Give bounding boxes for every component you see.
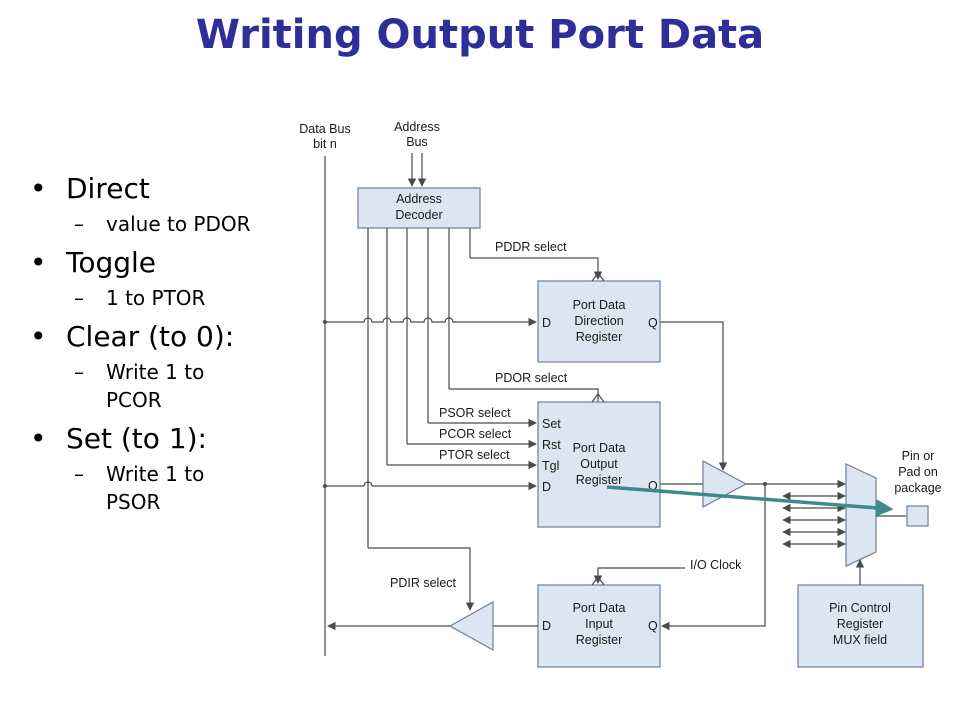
bullet-list: •Direct –value to PDOR •Toggle –1 to PTO…	[30, 172, 320, 524]
pin-pad	[906, 505, 929, 527]
pin-control-register-box	[797, 584, 924, 668]
address-bus-label: Address	[394, 120, 440, 134]
pin-mux	[845, 463, 877, 567]
pcr-label: Pin Control	[829, 601, 891, 615]
junction-dot	[323, 320, 327, 324]
pdir-q-label: Q	[648, 619, 658, 633]
data-bus-bit-label: bit n	[313, 137, 337, 151]
page-title: Writing Output Port Data	[195, 12, 765, 58]
pddr-register-box	[537, 280, 661, 363]
pddr-q-label: Q	[648, 316, 658, 330]
ptor-select-label: PTOR select	[439, 448, 510, 462]
pdor-select-label: PDOR select	[495, 371, 568, 385]
pdor-rst-label: Rst	[542, 438, 561, 452]
sub-bullet-toggle: –1 to PTOR	[74, 286, 206, 310]
sub-bullet-direct: –value to PDOR	[74, 212, 251, 236]
output-buffer	[702, 459, 748, 509]
pdor-d-label: D	[542, 480, 551, 494]
pdor-set-label: Set	[542, 417, 561, 431]
pddr-select-label: PDDR select	[495, 240, 567, 254]
psor-select-label: PSOR select	[439, 406, 511, 420]
pddr-to-buffer-enable	[660, 321, 728, 471]
pdir-select-arrow	[368, 547, 475, 611]
address-bus-label-2: Bus	[406, 135, 428, 149]
pdir-label-2: Input	[585, 617, 613, 631]
data-to-pddr-wire	[325, 317, 537, 327]
pcr-label-3: MUX field	[833, 633, 887, 647]
pdor-label-3: Register	[576, 473, 623, 487]
pddr-d-label: D	[542, 316, 551, 330]
highlight-arrow	[606, 485, 894, 517]
pdor-clock-tick	[591, 393, 605, 403]
io-clock-arrow	[593, 567, 685, 584]
bullet-clear: •Clear (to 0):	[30, 320, 235, 353]
pdor-tgl-label: Tgl	[542, 459, 559, 473]
junction-dot	[323, 484, 327, 488]
data-to-pdor-wire	[325, 481, 537, 491]
bullet-set: •Set (to 1):	[30, 422, 207, 455]
pdor-label-2: Output	[580, 457, 618, 471]
pddr-clock-tick	[591, 272, 605, 282]
pcr-label-2: Register	[837, 617, 884, 631]
bullet-toggle: •Toggle	[30, 246, 157, 279]
pdir-label-3: Register	[576, 633, 623, 647]
pin-label-3: package	[894, 481, 941, 495]
input-buffer	[448, 600, 494, 652]
pddr-label-3: Register	[576, 330, 623, 344]
pdir-d-label: D	[542, 619, 551, 633]
pin-label-2: Pad on	[898, 465, 938, 479]
bullet-direct: •Direct	[30, 172, 150, 205]
pdor-label: Port Data	[573, 441, 626, 455]
pdir-label: Port Data	[573, 601, 626, 615]
pcor-select-label: PCOR select	[439, 427, 512, 441]
pdor-q-label: Q	[648, 479, 658, 493]
pddr-label: Port Data	[573, 298, 626, 312]
pdor-register-box	[537, 401, 661, 528]
pin-label: Pin or	[902, 449, 935, 463]
address-decoder-label: Address	[396, 192, 442, 206]
data-bus-label: Data Bus	[299, 122, 350, 136]
pdir-select-label: PDIR select	[390, 576, 457, 590]
io-clock-label: I/O Clock	[690, 558, 742, 572]
pin-feedback-wire	[661, 484, 766, 631]
address-decoder-label-2: Decoder	[395, 208, 442, 222]
address-decoder-box	[357, 187, 481, 229]
pddr-select-arrow	[470, 257, 603, 280]
pddr-label-2: Direction	[574, 314, 623, 328]
